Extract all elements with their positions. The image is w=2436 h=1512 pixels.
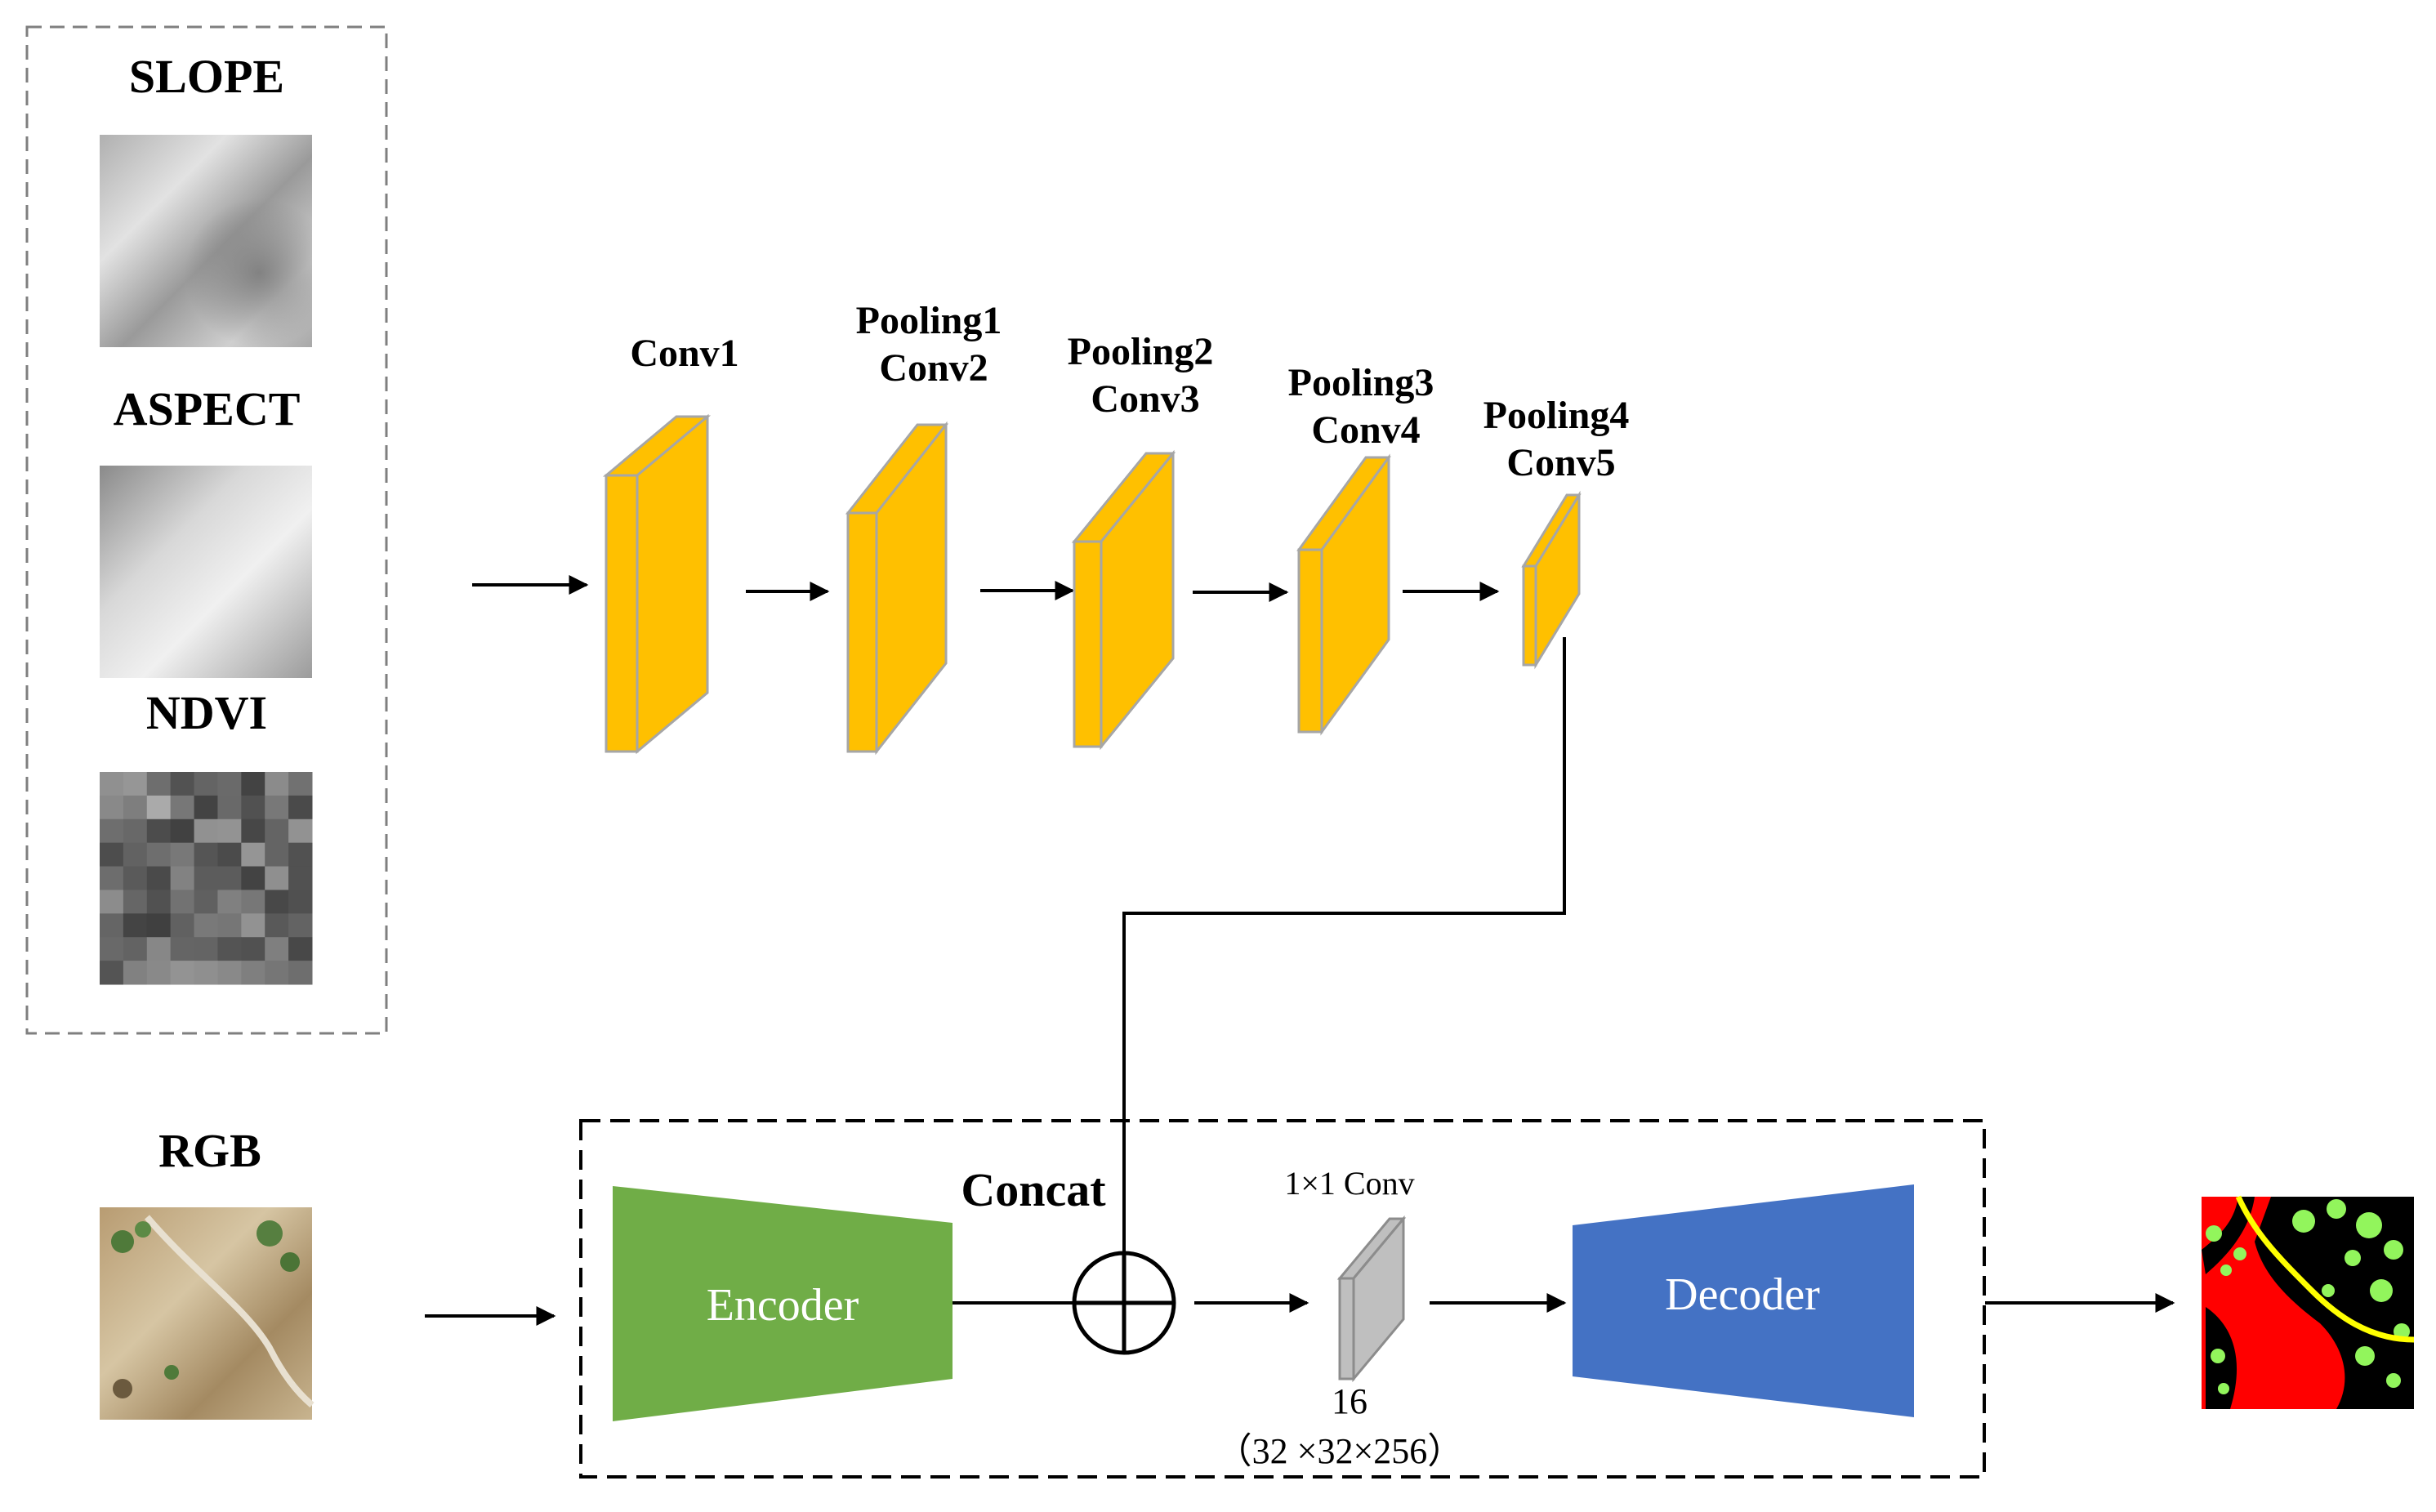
shape-label: （32 ×32×256）	[1216, 1431, 1464, 1471]
segmentation-network-box	[579, 1119, 1986, 1479]
aspect-label: ASPECT	[114, 382, 301, 435]
conv3-block	[1071, 449, 1176, 751]
conv5-to-concat-connector	[1122, 637, 1566, 1303]
decoder-block	[1573, 1184, 1914, 1417]
conv1x1-block	[1336, 1215, 1407, 1383]
conv1-block	[602, 413, 712, 755]
rgb-image	[100, 1207, 315, 1420]
concat-label: Concat	[961, 1163, 1106, 1216]
conv5-label: Pooling4 Conv5	[1483, 394, 1640, 484]
ndvi-label: NDVI	[146, 686, 267, 739]
decoder-label: Decoder	[1665, 1269, 1820, 1320]
auxiliary-inputs-box	[25, 25, 388, 1035]
encoder-block	[613, 1186, 953, 1421]
slope-image	[100, 135, 312, 347]
conv1x1-label: 1×1 Conv	[1284, 1165, 1414, 1202]
encoder-label: Encoder	[707, 1280, 859, 1331]
aspect-image	[100, 466, 312, 678]
conv1-label: Conv1	[630, 332, 738, 375]
concat-operator-icon	[1072, 1251, 1176, 1355]
conv3-label: Pooling2 Conv3	[1068, 330, 1224, 421]
conv2-block	[845, 421, 949, 756]
conv2-label: Pooling1 Conv2	[856, 299, 1012, 390]
slope-label: SLOPE	[129, 50, 284, 103]
output-segmentation-map	[2202, 1195, 2415, 1409]
rgb-label: RGB	[158, 1124, 261, 1177]
conv4-label: Pooling3 Conv4	[1288, 361, 1444, 452]
channels-label: 16	[1332, 1381, 1367, 1421]
conv4-block	[1296, 453, 1391, 736]
conv5-block	[1521, 490, 1582, 670]
ndvi-image	[100, 772, 313, 985]
